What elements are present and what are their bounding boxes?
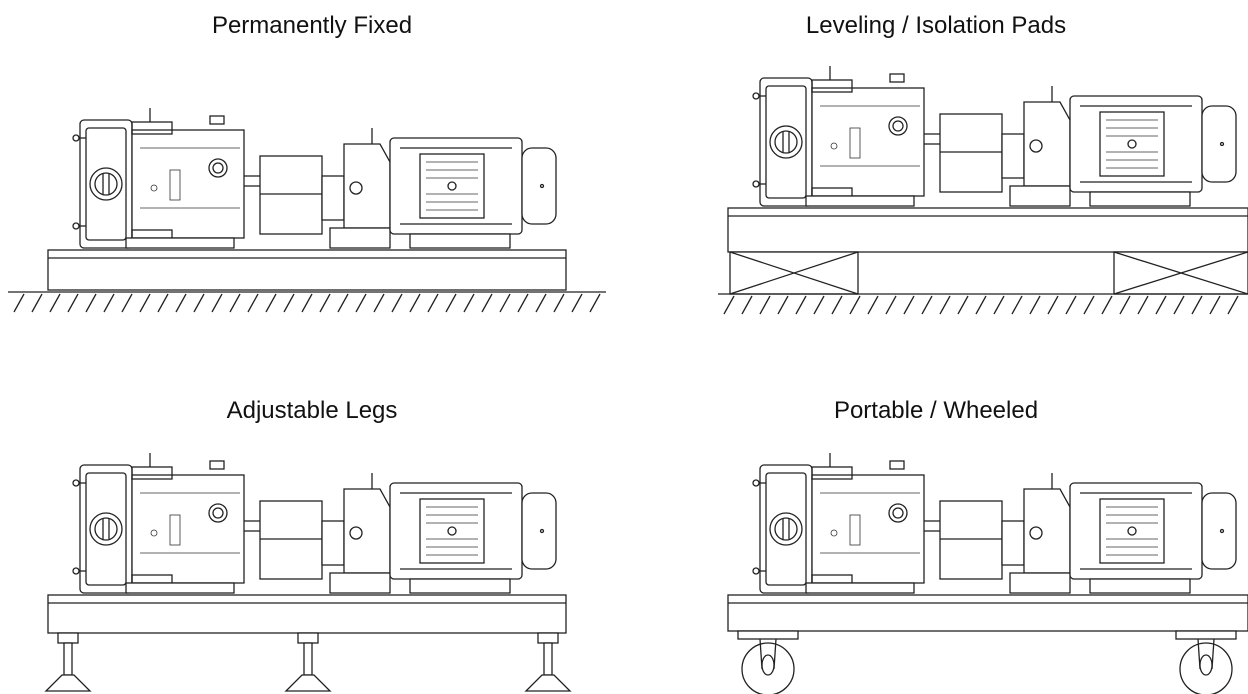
panel-title: Leveling / Isolation Pads (805, 12, 1067, 39)
panel-title: Portable / Wheeled (833, 397, 1039, 424)
panel-isolation-pads: Leveling / Isolation Pads (624, 0, 1248, 347)
panel-adjustable-legs: Adjustable Legs (0, 347, 624, 694)
panel-portable-wheeled: Portable / Wheeled (624, 347, 1248, 694)
adjustable-legs-illustration (44, 452, 572, 692)
panel-title: Adjustable Legs (226, 397, 398, 424)
wheeled-cart-illustration (727, 452, 1248, 694)
fixed-mount-illustration (8, 107, 606, 313)
panel-permanently-fixed: Permanently Fixed (0, 0, 624, 347)
isolation-pads-illustration (718, 65, 1248, 315)
panel-title: Permanently Fixed (211, 12, 413, 39)
